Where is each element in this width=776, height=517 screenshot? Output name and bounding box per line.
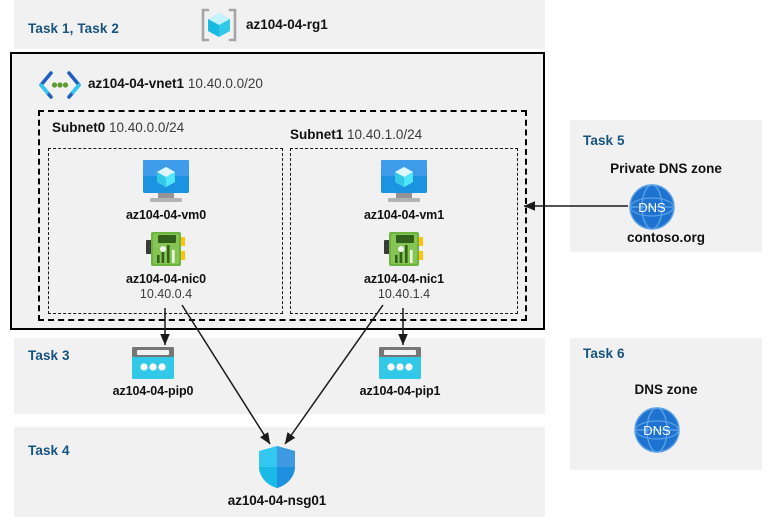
vm0-label: az104-04-vm0 — [125, 208, 207, 222]
subnet0-name: Subnet0 — [52, 120, 106, 135]
network-security-group-icon — [222, 444, 332, 490]
resource-group-icon — [199, 8, 239, 42]
subnet0-header: Subnet0 10.40.0.0/24 — [52, 120, 184, 135]
svg-text:DNS: DNS — [643, 423, 671, 438]
public-ip-address-icon — [98, 344, 208, 382]
nic1-node[interactable]: az104-04-nic1 10.40.1.4 — [334, 228, 474, 301]
task-5-panel — [570, 120, 762, 252]
nsg-node[interactable]: az104-04-nsg01 — [222, 444, 332, 508]
virtual-network-icon — [38, 70, 82, 100]
nic1-label: az104-04-nic1 — [364, 272, 444, 286]
resource-group-name-text: az104-04-rg1 — [246, 17, 328, 32]
task-5-label: Task 5 — [583, 133, 625, 148]
network-interface-icon — [334, 228, 474, 270]
task-3-label: Task 3 — [28, 348, 70, 363]
subnet1-header: Subnet1 10.40.1.0/24 — [290, 127, 422, 142]
virtual-machine-icon — [334, 158, 474, 206]
subnet0-prefix: 10.40.0.0/24 — [109, 120, 185, 135]
vnet-container — [10, 52, 545, 330]
task-3-panel — [14, 338, 545, 414]
vnet-header: az104-04-vnet1 10.40.0.0/20 — [88, 76, 263, 91]
virtual-machine-icon — [96, 158, 236, 206]
dns-zone-icon[interactable]: DNS — [633, 406, 681, 454]
public-ip-address-icon — [345, 344, 455, 382]
subnets-group — [38, 110, 527, 321]
nic0-node[interactable]: az104-04-nic0 10.40.0.4 — [96, 228, 236, 301]
subnet1-box — [290, 148, 518, 314]
pip0-node[interactable]: az104-04-pip0 — [98, 344, 208, 398]
nsg-label: az104-04-nsg01 — [227, 493, 327, 508]
nic0-private-ip: 10.40.0.4 — [139, 287, 193, 301]
nic1-private-ip: 10.40.1.4 — [377, 287, 431, 301]
vnet-address-space: 10.40.0.0/20 — [187, 76, 263, 91]
vm1-node[interactable]: az104-04-vm1 — [334, 158, 474, 222]
dns-zone-heading: DNS zone — [634, 382, 698, 397]
resource-group-name: az104-04-rg1 — [246, 17, 328, 32]
vnet-name: az104-04-vnet1 — [88, 76, 185, 91]
vm0-node[interactable]: az104-04-vm0 — [96, 158, 236, 222]
resource-group-band — [14, 0, 545, 49]
nic0-label: az104-04-nic0 — [126, 272, 206, 286]
task-1-2-label: Task 1, Task 2 — [28, 21, 119, 36]
network-interface-icon — [96, 228, 236, 270]
private-dns-zone-heading: Private DNS zone — [610, 161, 722, 176]
pip1-label: az104-04-pip1 — [359, 384, 441, 398]
subnet1-name: Subnet1 — [290, 127, 344, 142]
svg-text:DNS: DNS — [638, 200, 666, 215]
task-4-label: Task 4 — [28, 443, 70, 458]
vm1-label: az104-04-vm1 — [363, 208, 445, 222]
private-dns-zone-name: contoso.org — [627, 230, 705, 245]
pip0-label: az104-04-pip0 — [112, 384, 194, 398]
dns-zone-icon[interactable]: DNS — [628, 183, 676, 231]
subnet1-prefix: 10.40.1.0/24 — [347, 127, 423, 142]
pip1-node[interactable]: az104-04-pip1 — [345, 344, 455, 398]
task-6-label: Task 6 — [583, 346, 625, 361]
